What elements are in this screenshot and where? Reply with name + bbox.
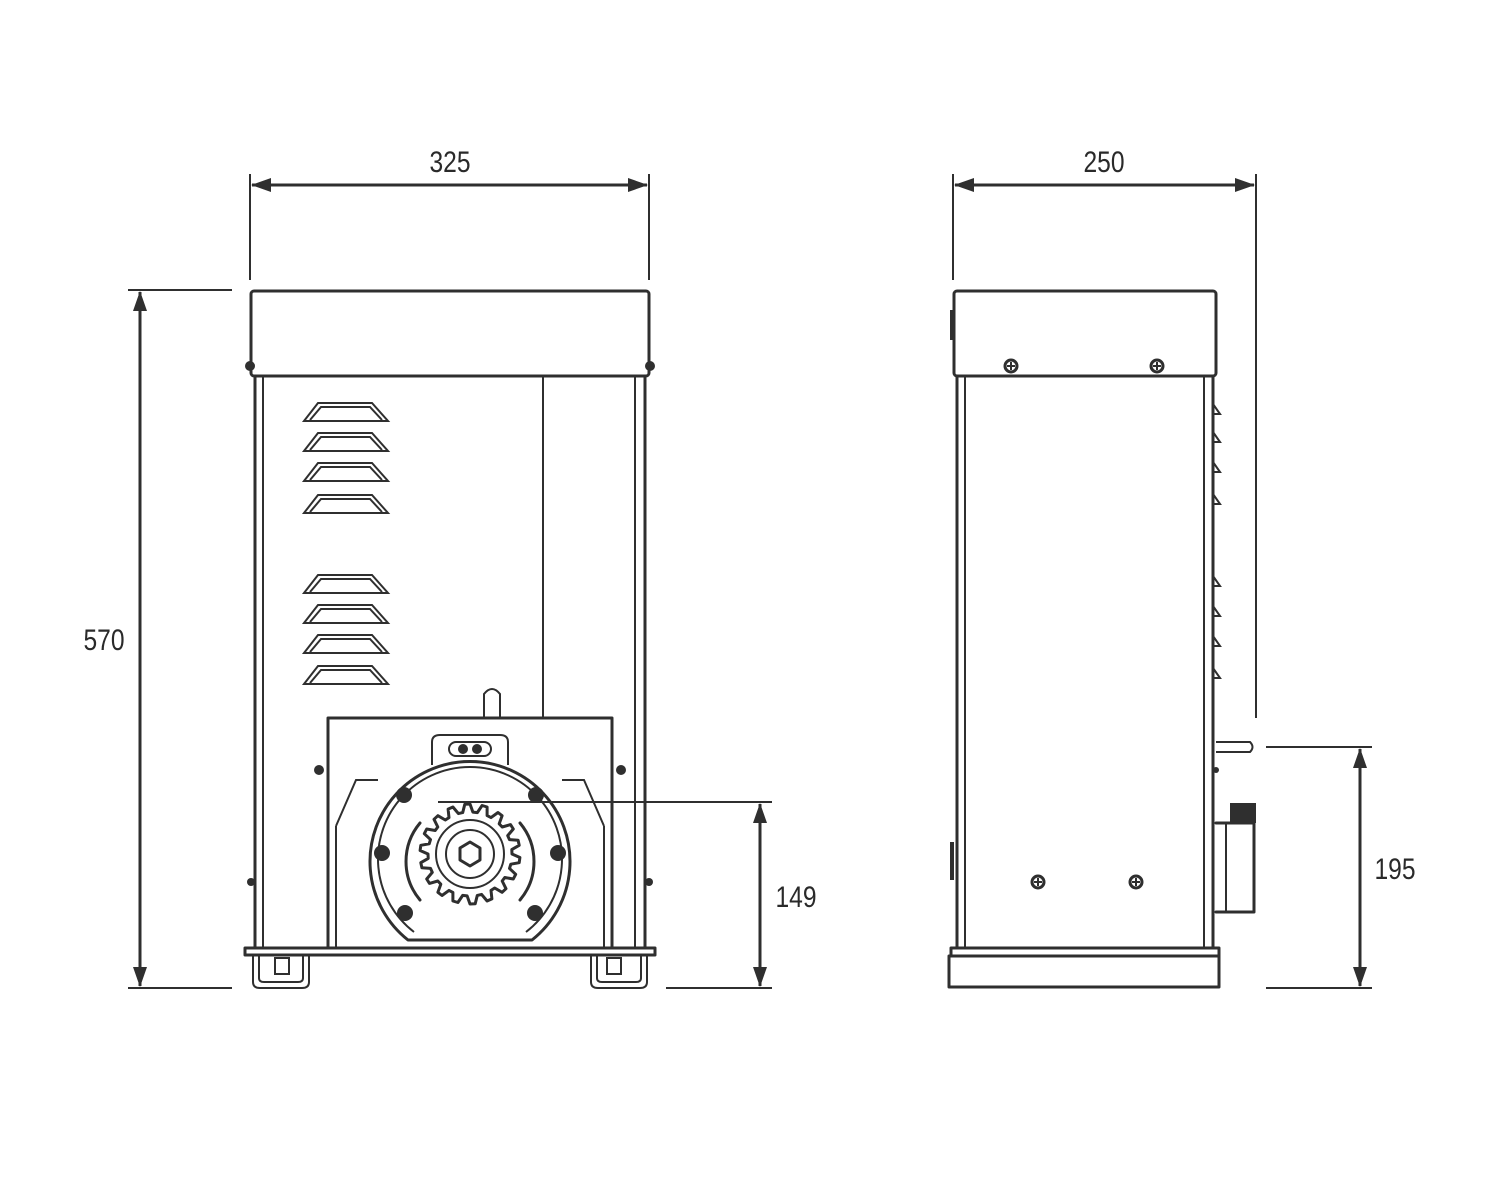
dimension-front-height: 570 [83, 289, 232, 989]
body-screws [1030, 874, 1144, 890]
output-shaft [1213, 741, 1254, 773]
pinion-gear [418, 802, 522, 906]
label-570: 570 [83, 623, 124, 657]
lid-hinge-right [645, 361, 655, 371]
label-149: 149 [775, 880, 816, 914]
front-base [243, 946, 657, 989]
dimension-side-height: 195 [1266, 746, 1416, 989]
pinion-assembly [368, 760, 572, 942]
vent-louvers [301, 402, 391, 685]
release-handle [1214, 803, 1256, 914]
dimension-front-width: 325 [249, 145, 650, 280]
dimension-side-depth: 250 [952, 145, 1257, 718]
label-195: 195 [1374, 852, 1415, 886]
dimension-pinion-height: 149 [438, 801, 817, 989]
front-lid [249, 289, 651, 378]
lid-hinge-left [245, 361, 255, 371]
motor-housing [314, 688, 626, 950]
label-325: 325 [429, 145, 470, 179]
side-base [947, 946, 1221, 989]
side-vents [1212, 403, 1222, 679]
side-view [947, 289, 1256, 989]
lid-screws [1003, 358, 1165, 374]
label-250: 250 [1083, 145, 1124, 179]
front-view [243, 289, 657, 989]
front-body [247, 374, 653, 950]
side-lid [952, 289, 1218, 378]
side-body [950, 310, 1215, 950]
